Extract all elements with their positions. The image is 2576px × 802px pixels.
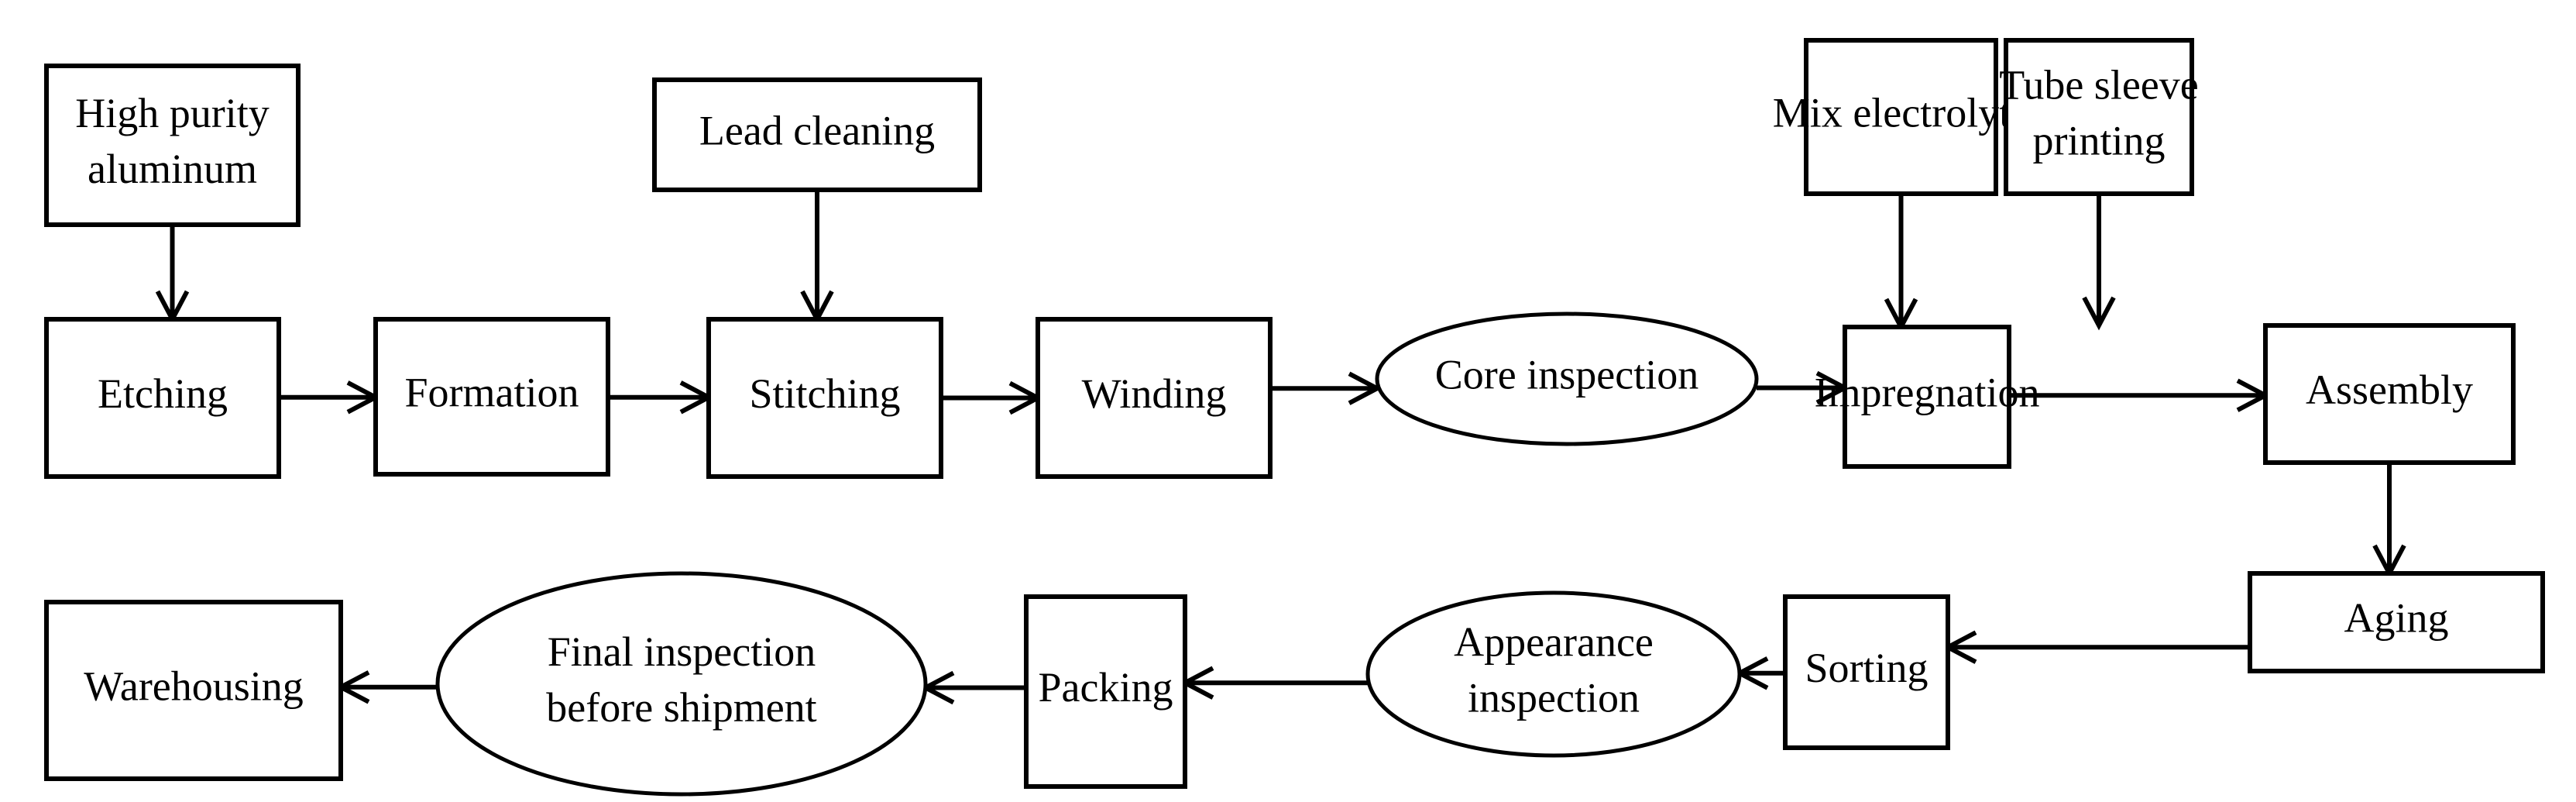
node-label-sorting: Sorting [1805,645,1928,691]
node-label-etching: Etching [98,370,228,417]
node-label-final-inspection-before-shipment: before shipment [546,684,816,731]
node-lead-cleaning[interactable]: Lead cleaning [652,77,982,192]
node-impregnation[interactable]: Impregnation [1815,325,2040,469]
node-shape-final-inspection-before-shipment [435,571,928,797]
edge-lead-cleaning-to-stitching [800,190,834,325]
node-shape-tube-sleeve-printing [2004,38,2194,196]
node-label-warehousing: Warehousing [84,663,304,709]
node-stitching[interactable]: Stitching [706,317,943,479]
node-shape-etching [44,317,281,479]
node-shape-warehousing [44,600,343,781]
node-shape-lead-cleaning [652,77,982,192]
edge-tube-sleeve-printing-to-assembly [2082,194,2116,331]
edge-formation-to-stitching [608,380,714,415]
node-label-appearance-inspection: Appearance [1454,618,1654,665]
node-shape-winding [1036,317,1273,479]
node-shape-formation [373,317,610,477]
edges-layer [155,190,2406,705]
node-label-aging: Aging [2344,594,2449,641]
edge-final-inspection-to-warehousing [335,670,438,704]
node-label-assembly: Assembly [2306,367,2473,413]
node-shape-appearance-inspection [1365,590,1742,758]
node-label-lead-cleaning: Lead cleaning [699,107,935,153]
node-label-tube-sleeve-printing: printing [2033,117,2166,163]
edge-sorting-to-appearance-inspection [1734,656,1785,690]
node-label-high-purity-aluminum: High purity [75,90,270,136]
node-sorting[interactable]: Sorting [1783,594,1950,750]
node-shape-assembly [2263,323,2516,465]
node-shape-packing [1024,594,1187,789]
node-shape-sorting [1783,594,1950,750]
edge-assembly-to-aging [2372,463,2406,579]
node-assembly[interactable]: Assembly [2263,323,2516,465]
node-final-inspection-before-shipment[interactable]: Final inspection before shipment [435,571,928,797]
edge-appearance-inspection-to-packing [1180,666,1368,700]
node-label-appearance-inspection: inspection [1468,674,1640,721]
edge-winding-to-core-inspection [1270,371,1382,405]
node-shape-mix-electrolyte [1804,38,1998,196]
node-label-packing: Packing [1039,664,1173,711]
arrow-head [2082,296,2116,331]
node-label-core-inspection: Core inspection [1435,351,1698,398]
node-aging[interactable]: Aging [2248,571,2545,673]
edge-packing-to-final-inspection [920,670,1026,705]
node-label-mix-electrolyte: Mix electrolyte [1773,89,2029,136]
node-shape-impregnation [1843,325,2011,469]
node-shape-aging [2248,571,2545,673]
node-core-inspection[interactable]: Core inspection [1375,312,1759,446]
node-packing[interactable]: Packing [1024,594,1187,789]
node-label-winding: Winding [1082,370,1227,417]
node-shape-stitching [706,317,943,479]
node-label-tube-sleeve-printing: Tube sleeve [1999,61,2198,108]
node-shape-high-purity-aluminum [44,64,301,227]
node-mix-electrolyte[interactable]: Mix electrolyte [1773,38,2029,196]
node-label-impregnation: Impregnation [1815,369,2040,415]
edge-impregnation-to-assembly [2009,378,2271,412]
node-high-purity-aluminum[interactable]: High purity aluminum [44,64,301,227]
edge-aging-to-sorting [1942,630,2250,664]
edge-high-purity-aluminum-to-etching [155,225,190,325]
node-warehousing[interactable]: Warehousing [44,600,343,781]
node-appearance-inspection[interactable]: Appearance inspection [1365,590,1742,758]
node-etching[interactable]: Etching [44,317,281,479]
node-label-stitching: Stitching [749,370,900,417]
node-winding[interactable]: Winding [1036,317,1273,479]
node-label-final-inspection-before-shipment: Final inspection [548,628,816,675]
node-formation[interactable]: Formation [373,317,610,477]
node-shape-core-inspection [1375,312,1759,446]
node-tube-sleeve-printing[interactable]: Tube sleeve printing [1999,38,2199,196]
edge-etching-to-formation [279,380,381,415]
edge-stitching-to-winding [941,380,1043,415]
edge-mix-electrolyte-to-impregnation [1884,194,1918,332]
node-label-formation: Formation [405,369,579,415]
nodes-layer: High purity aluminum Lead cleaning Mix elec… [44,38,2545,797]
node-label-high-purity-aluminum: aluminum [88,146,257,192]
